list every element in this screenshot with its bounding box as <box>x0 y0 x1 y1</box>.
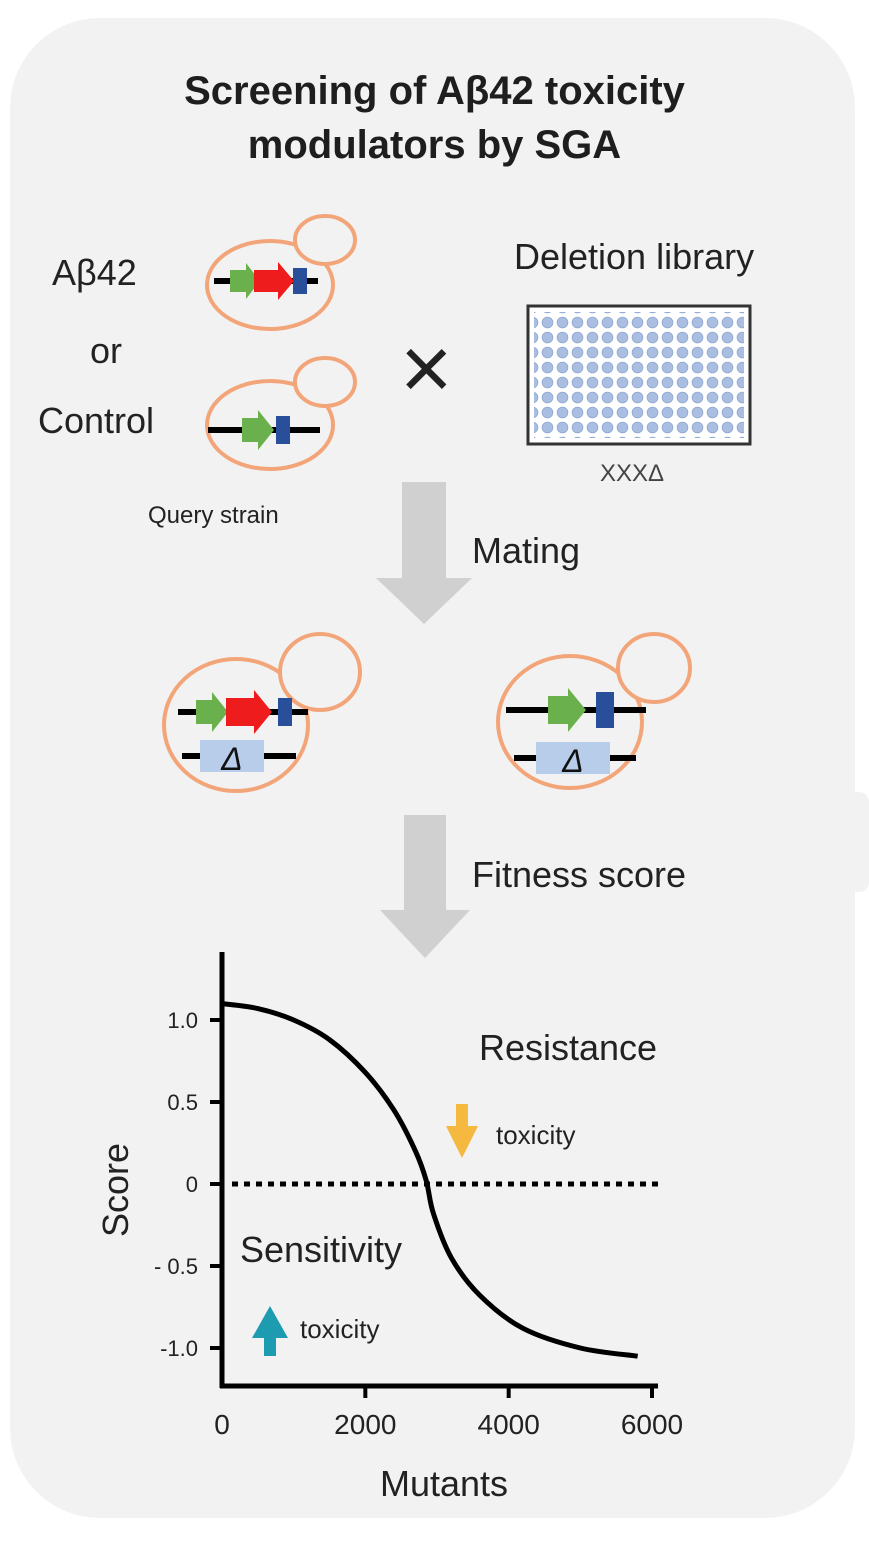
sensitivity-toxicity-label: toxicity <box>300 1314 379 1344</box>
diploid-abeta-cell <box>162 632 362 793</box>
y-tick-label: - 0.5 <box>154 1254 198 1279</box>
query-strain-caption: Query strain <box>148 502 279 529</box>
library-caption: XXXΔ <box>600 460 665 487</box>
y-tick-label: 0 <box>186 1172 198 1197</box>
control-label: Control <box>38 400 155 441</box>
panel-tab <box>845 792 869 892</box>
x-tick-label: 2000 <box>334 1409 396 1440</box>
y-tick-label: 1.0 <box>167 1008 198 1033</box>
x-axis-label: Mutants <box>380 1463 508 1504</box>
title-line-1: Screening of Aβ42 toxicity <box>184 69 685 113</box>
mating-label: Mating <box>472 530 581 571</box>
control-yeast-cell <box>205 356 357 471</box>
deletion-delta-2: Δ <box>561 743 583 779</box>
title-line-2: modulators by SGA <box>247 123 622 167</box>
score-curve <box>221 1001 639 1359</box>
diploid-control-cell <box>496 632 692 790</box>
fitness-score-label: Fitness score <box>472 854 687 895</box>
fitness-arrow <box>380 815 470 958</box>
resistance-arrow-icon <box>446 1104 478 1158</box>
or-label: or <box>90 330 123 371</box>
abeta-yeast-cell <box>205 214 357 331</box>
cross-icon: × <box>400 319 453 419</box>
library-title: Deletion library <box>514 236 755 277</box>
deletion-library-plate <box>526 304 752 446</box>
x-tick-label: 0 <box>214 1409 230 1440</box>
sensitivity-arrow-icon <box>252 1306 288 1356</box>
resistance-label: Resistance <box>479 1027 657 1068</box>
deletion-delta-1: Δ <box>220 741 242 777</box>
abeta-label: Aβ42 <box>52 252 137 293</box>
x-tick-label: 6000 <box>621 1409 683 1440</box>
y-tick-label: -1.0 <box>160 1336 198 1361</box>
y-tick-label: 0.5 <box>167 1090 198 1115</box>
figure-title: Screening of Aβ42 toxicity modulators by… <box>0 64 869 172</box>
resistance-toxicity-label: toxicity <box>496 1120 575 1150</box>
sensitivity-label: Sensitivity <box>240 1229 402 1270</box>
mating-arrow <box>376 482 472 624</box>
x-tick-label: 4000 <box>478 1409 540 1440</box>
y-axis-label: Score <box>95 1143 136 1237</box>
figure-panel <box>10 18 855 1518</box>
fitness-chart: 0 2000 4000 6000 1.0 0.5 0 - 0.5 -1.0 <box>154 952 683 1440</box>
